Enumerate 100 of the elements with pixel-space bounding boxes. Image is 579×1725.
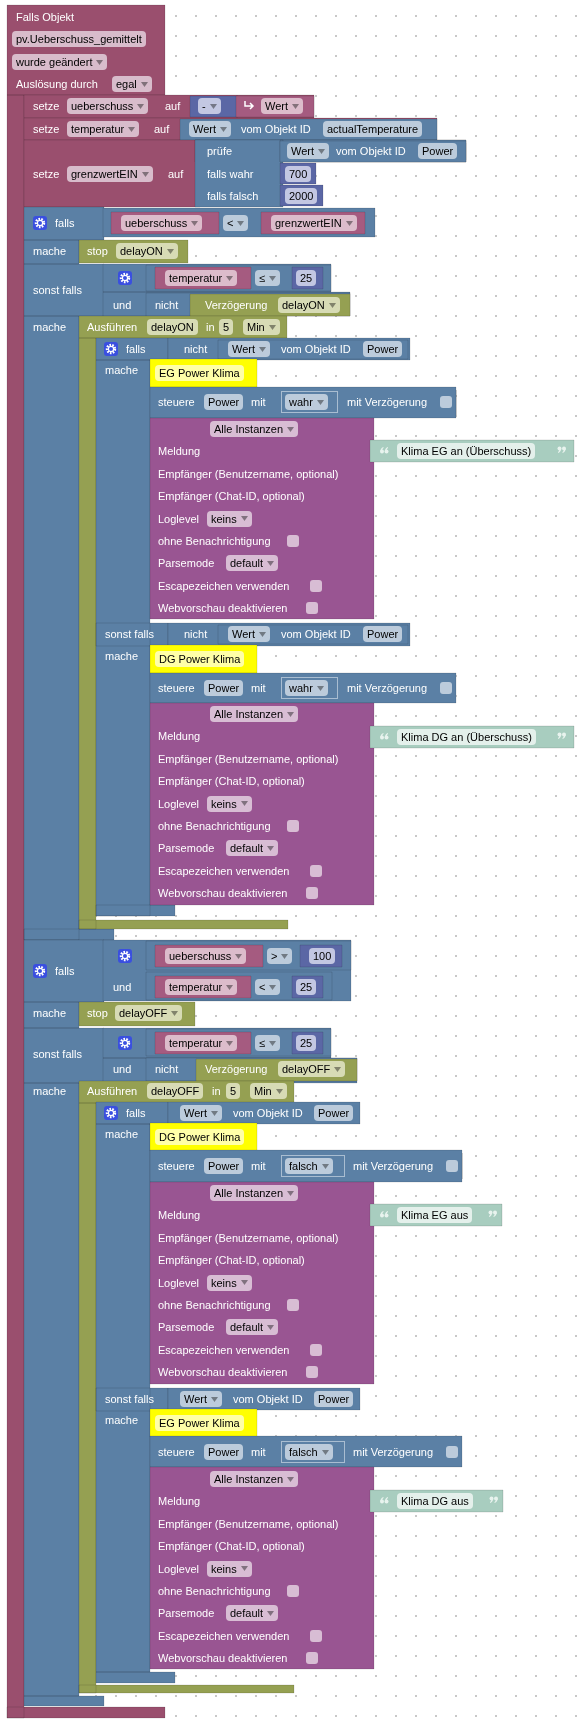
logic-block <box>146 1058 357 1081</box>
dropdown-field: wahr <box>285 680 328 696</box>
dropdown-field: delayON <box>116 243 178 259</box>
block-label: nicht <box>155 1062 179 1077</box>
text-field: Klima EG an (Überschuss) <box>397 443 536 459</box>
text-field: 25 <box>296 270 317 286</box>
dropdown-field: ueberschuss <box>67 98 149 114</box>
text-field: 2000 <box>285 188 318 204</box>
block-label: falls <box>55 964 75 979</box>
dropdown-field: Alle Instanzen <box>210 706 299 722</box>
number-block <box>292 976 323 998</box>
block-label: nicht <box>184 342 208 357</box>
block-label: sonst falls <box>33 1047 82 1062</box>
text-field: actualTemperature <box>323 121 423 137</box>
text-field: 700 <box>285 166 312 182</box>
block-label: und <box>113 1062 132 1077</box>
block-label: mache <box>33 1006 67 1021</box>
text-field: pv.Ueberschuss_gemittelt <box>12 31 146 47</box>
block-label: Webvorschau deaktivieren <box>158 1365 288 1381</box>
block-label: ohne Benachrichtigung <box>158 819 271 834</box>
string-block <box>370 1490 503 1512</box>
message-block <box>150 703 374 905</box>
dropdown-field: grenzwertEIN <box>271 215 357 231</box>
timer-block <box>190 294 350 316</box>
dropdown-field: wurde geändert <box>12 54 108 70</box>
comment-block <box>150 645 257 673</box>
block-label: ohne Benachrichtigung <box>158 534 271 549</box>
block-label: Empfänger (Chat-ID, optional) <box>158 774 305 790</box>
logic-block <box>168 338 410 360</box>
block-label: mache <box>33 320 67 335</box>
block-label: Meldung <box>158 1494 201 1510</box>
logic-block <box>218 625 408 644</box>
text-field: Power <box>363 341 403 357</box>
block-label: auf <box>168 167 184 182</box>
block-label: vom Objekt ID <box>233 1106 303 1121</box>
dropdown-field: default <box>226 555 279 572</box>
block-label: ohne Benachrichtigung <box>158 1298 271 1313</box>
block-label: mache <box>105 649 139 664</box>
block-label: vom Objekt ID <box>233 1392 303 1407</box>
logic-block <box>150 673 456 703</box>
dropdown-field: - <box>198 98 221 114</box>
string-block <box>370 440 574 462</box>
block-label: falls <box>55 216 75 231</box>
block-label: Empfänger (Benutzername, optional) <box>158 466 339 482</box>
dropdown-field: Alle Instanzen <box>210 1185 299 1201</box>
set-variable-block <box>24 95 314 118</box>
timer-block <box>79 1002 195 1026</box>
block-label: steuere <box>158 1445 195 1460</box>
dropdown-field: < <box>223 215 249 231</box>
block-label: auf <box>154 122 170 137</box>
block-label: Loglevel <box>158 1275 199 1291</box>
logic-block <box>195 140 466 207</box>
logic-block <box>280 141 466 162</box>
block-label: falls falsch <box>207 189 259 204</box>
logic-block <box>103 940 351 1001</box>
dropdown-field: ≤ <box>255 270 281 286</box>
block-label: Meldung <box>158 444 201 460</box>
block-label: steuere <box>158 395 195 410</box>
dropdown-field: ueberschuss <box>165 948 247 964</box>
block-label: in <box>206 320 215 335</box>
block-label: und <box>113 980 132 995</box>
block-label: Empfänger (Benutzername, optional) <box>158 751 339 767</box>
string-block <box>370 726 574 748</box>
dropdown-field: Wert <box>180 1391 223 1407</box>
dropdown-field: temperatur <box>165 270 238 286</box>
text-field: DG Power Klima <box>155 651 245 667</box>
block-label: vom Objekt ID <box>281 627 351 642</box>
dropdown-field: > <box>267 948 293 964</box>
number-block <box>292 1032 323 1054</box>
dropdown-field: egal <box>112 76 152 92</box>
block-label: mit <box>251 681 266 696</box>
block-label: ohne Benachrichtigung <box>158 1584 271 1599</box>
number-block <box>300 945 342 967</box>
dropdown-field: grenzwertEIN <box>67 166 153 182</box>
dropdown-field: temperatur <box>165 1035 238 1051</box>
block-label: mit <box>251 1159 266 1174</box>
dropdown-field: Wert <box>228 341 271 357</box>
block-label: mache <box>105 363 139 378</box>
text-field: EG Power Klima <box>155 365 244 381</box>
logic-block <box>146 293 350 316</box>
shadow-block <box>281 391 338 413</box>
number-block <box>190 96 238 117</box>
comment-block <box>150 1409 257 1437</box>
variable-block <box>155 1032 251 1054</box>
dropdown-field: default <box>226 840 279 857</box>
block-label: mache <box>33 244 67 259</box>
number-block <box>280 163 316 184</box>
dropdown-field: falsch <box>285 1158 333 1174</box>
block-label: Falls Objekt <box>16 10 75 25</box>
timer-block <box>196 1059 357 1081</box>
block-label: Loglevel <box>158 511 199 527</box>
block-label: Parsemode <box>158 841 215 857</box>
dropdown-field: temperatur <box>165 979 238 995</box>
block-label: steuere <box>158 681 195 696</box>
dropdown-field: delayOFF <box>278 1061 346 1077</box>
dropdown-field: falsch <box>285 1444 333 1460</box>
block-label: mache <box>33 1084 67 1099</box>
block-label: mit Verzögerung <box>347 681 428 696</box>
logic-block <box>168 623 410 646</box>
logic-block <box>168 1388 360 1410</box>
